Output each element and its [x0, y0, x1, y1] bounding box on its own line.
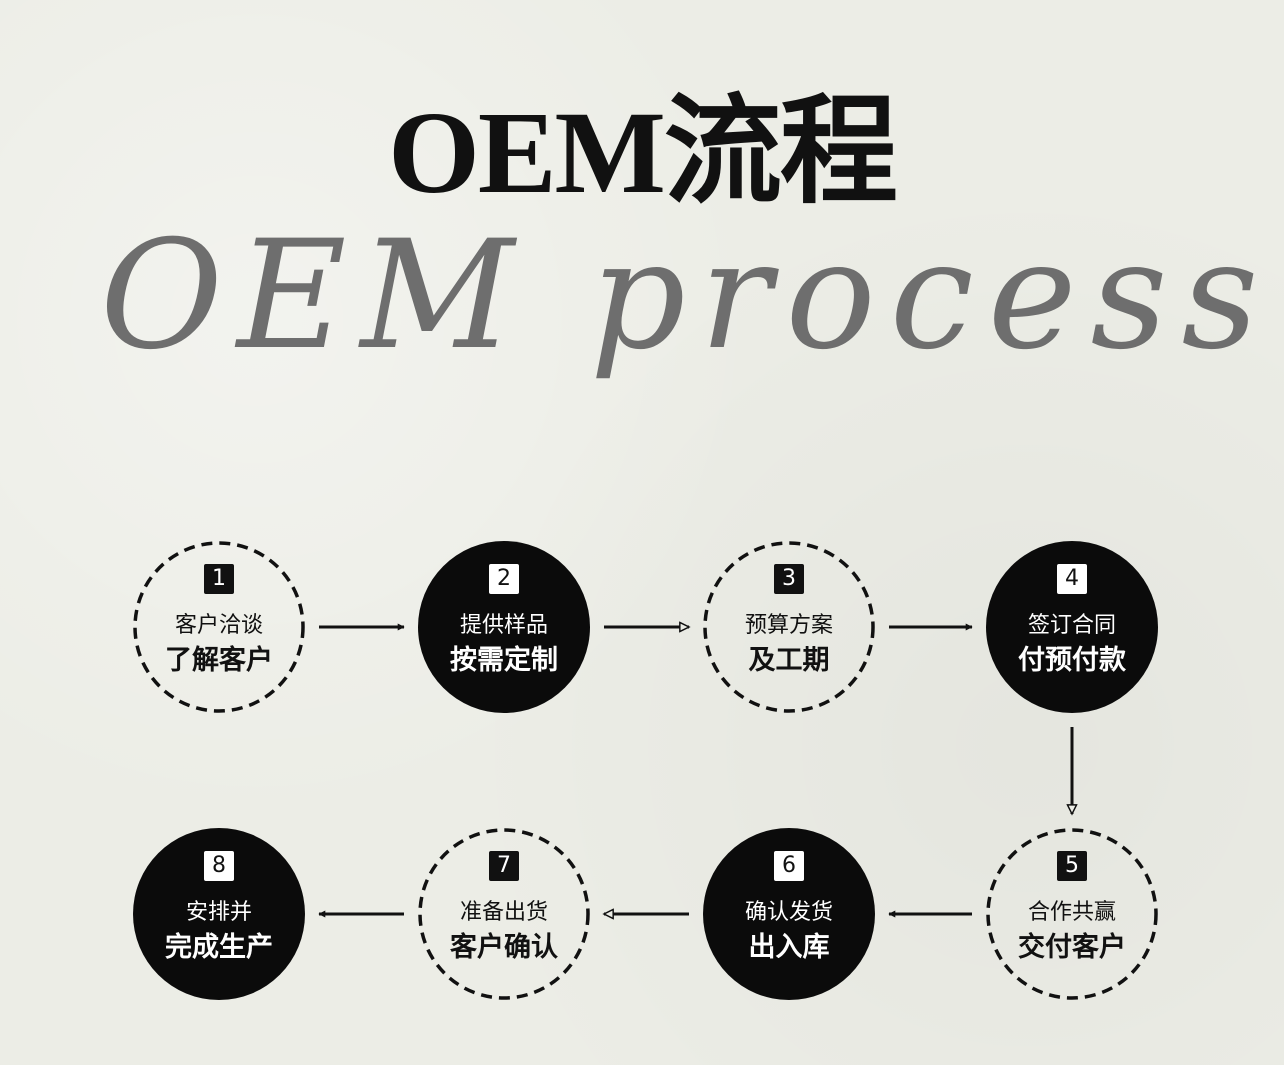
- step-2-number: 2: [489, 564, 519, 594]
- step-7-number: 7: [489, 851, 519, 881]
- step-1-line2: 了解客户: [165, 645, 273, 676]
- step-5-number: 5: [1057, 851, 1087, 881]
- step-8-line2: 完成生产: [165, 932, 273, 963]
- step-4-line1: 签订合同: [1027, 613, 1116, 638]
- step-1-line1: 客户洽谈: [174, 613, 263, 638]
- step-3-line2: 及工期: [748, 645, 830, 676]
- step-6-line2: 出入库: [748, 932, 830, 963]
- step-6-number: 6: [774, 851, 804, 881]
- step-8-number: 8: [204, 851, 234, 881]
- step-6-circle: 6 确认发货 出入库: [703, 828, 875, 1000]
- dashed-ring: [703, 541, 875, 713]
- step-1-circle: 1 客户洽谈 了解客户: [133, 541, 305, 713]
- step-8-circle: 8 安排并 完成生产: [133, 828, 305, 1000]
- step-4-line2: 付预付款: [1018, 645, 1126, 676]
- step-6-line1: 确认发货: [744, 900, 833, 925]
- dashed-ring: [133, 541, 305, 713]
- step-8-line1: 安排并: [185, 900, 252, 925]
- step-3-line1: 预算方案: [744, 613, 833, 638]
- step-7-circle: 7 准备出货 客户确认: [418, 828, 590, 1000]
- step-3-number: 3: [774, 564, 804, 594]
- page-subtitle: OEM process: [100, 209, 1273, 383]
- step-2-line1: 提供样品: [459, 613, 548, 638]
- step-5-line2: 交付客户: [1018, 932, 1126, 963]
- step-1-number: 1: [204, 564, 234, 594]
- step-3-circle: 3 预算方案 及工期: [703, 541, 875, 713]
- dashed-ring: [986, 828, 1158, 1000]
- step-7-line2: 客户确认: [450, 932, 558, 963]
- step-5-circle: 5 合作共赢 交付客户: [986, 828, 1158, 1000]
- step-5-line1: 合作共赢: [1027, 900, 1116, 925]
- dashed-ring: [418, 828, 590, 1000]
- step-2-line2: 按需定制: [450, 645, 558, 676]
- step-2-circle: 2 提供样品 按需定制: [418, 541, 590, 713]
- step-4-number: 4: [1057, 564, 1087, 594]
- step-7-line1: 准备出货: [459, 900, 548, 925]
- page-title: OEM流程: [388, 87, 898, 218]
- step-4-circle: 4 签订合同 付预付款: [986, 541, 1158, 713]
